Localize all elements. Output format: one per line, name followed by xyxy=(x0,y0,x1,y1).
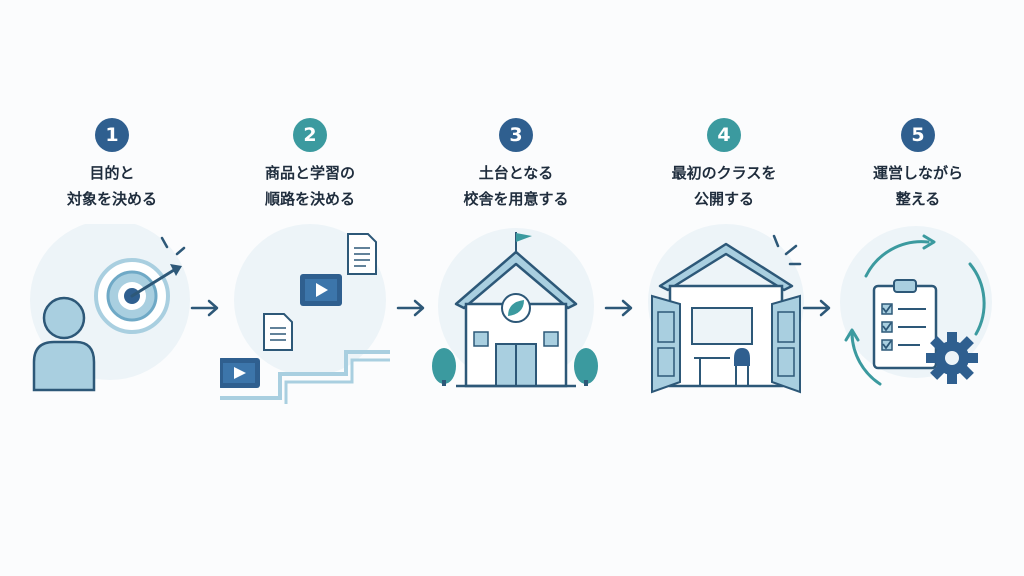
operations-illustration xyxy=(840,226,992,386)
clipboard-icon xyxy=(872,279,938,370)
step-title: 目的と 対象を決める xyxy=(22,160,202,212)
arrow-right-icon xyxy=(396,299,425,317)
step-number-badge: 1 xyxy=(95,118,129,152)
step-4: 4 最初のクラスを 公開する xyxy=(634,112,814,412)
target-illustration xyxy=(30,224,190,392)
step-2: 2 商品と学習の 順路を決める xyxy=(220,112,400,412)
door-left xyxy=(651,294,681,394)
sparkle-icon xyxy=(772,234,802,266)
step-number-badge: 3 xyxy=(499,118,533,152)
tree-right xyxy=(574,348,598,386)
step-5: 5 運営しながら 整える xyxy=(828,112,1008,412)
document-icon xyxy=(347,233,377,275)
document-icon xyxy=(263,313,293,351)
step-title-line2: 校舎を用意する xyxy=(463,190,569,208)
target-icon xyxy=(94,236,186,334)
step-title: 商品と学習の 順路を決める xyxy=(220,160,400,212)
arrow-right-icon xyxy=(604,299,633,317)
flag-icon xyxy=(515,232,532,254)
step-title: 運営しながら 整える xyxy=(828,160,1008,212)
arrow-right-icon xyxy=(802,299,831,317)
arrow-right-icon xyxy=(190,299,219,317)
leaf-icon xyxy=(501,293,531,323)
step-title-line2: 対象を決める xyxy=(66,190,157,208)
door-right xyxy=(771,294,801,394)
step-title-line2: 順路を決める xyxy=(264,190,355,208)
step-title-line1: 商品と学習の xyxy=(264,164,355,182)
tree-left xyxy=(432,348,456,386)
step-title: 土台となる 校舎を用意する xyxy=(426,160,606,212)
step-3: 3 土台となる 校舎を用意する xyxy=(426,112,606,412)
step-title-line1: 運営しながら xyxy=(872,164,963,182)
person-icon xyxy=(32,296,96,392)
step-number-badge: 4 xyxy=(707,118,741,152)
step-title: 最初のクラスを 公開する xyxy=(634,160,814,212)
step-title-line2: 整える xyxy=(895,190,941,208)
step-title-line1: 最初のクラスを xyxy=(671,164,777,182)
video-icon xyxy=(220,358,260,388)
gear-icon xyxy=(926,332,978,384)
step-title-line1: 目的と xyxy=(89,164,135,182)
classroom-icon xyxy=(658,242,794,388)
step-number-badge: 2 xyxy=(293,118,327,152)
learning-path-illustration xyxy=(220,224,390,404)
step-number-badge: 5 xyxy=(901,118,935,152)
school-illustration xyxy=(432,228,598,388)
step-title-line1: 土台となる xyxy=(478,164,554,182)
video-icon xyxy=(300,274,342,306)
cycle-icon xyxy=(844,234,986,386)
classroom-illustration xyxy=(648,224,804,394)
step-title-line2: 公開する xyxy=(693,190,754,208)
stairs xyxy=(220,350,390,404)
step-1: 1 目的と 対象を決める xyxy=(22,112,202,412)
